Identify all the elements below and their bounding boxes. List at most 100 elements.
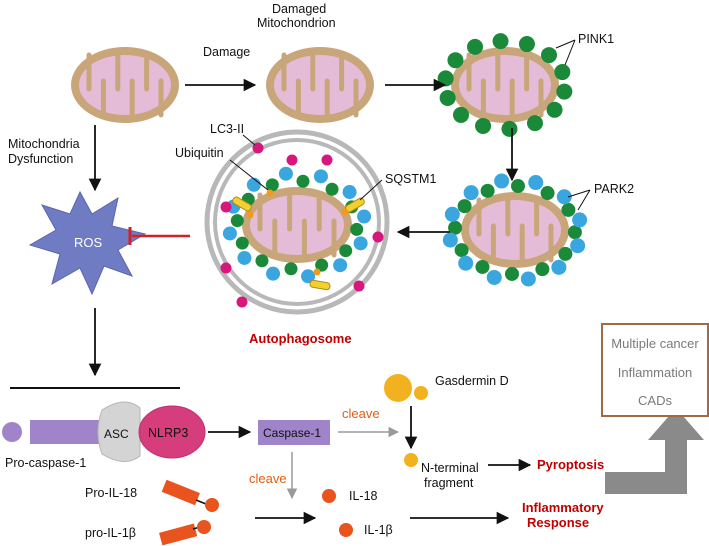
pro-il1b-label: pro-IL-1β (85, 526, 136, 540)
n-terminal-label-line2: fragment (424, 476, 474, 490)
gasdermin-small (414, 386, 428, 400)
mito-dysfunction-label-line1: Mitochondria (8, 137, 80, 151)
park2-dot (237, 250, 252, 265)
park2-dot (444, 206, 460, 222)
pro-caspase-body (30, 420, 110, 444)
pink1-dot (325, 182, 339, 196)
cleave-top-label: cleave (342, 406, 380, 421)
outcome-arrow (605, 408, 704, 494)
mito-dysfunction-label-line2: Dysfunction (8, 152, 73, 166)
lc3-dot (236, 296, 248, 308)
caspase1-box (258, 420, 330, 445)
pink1-dots (437, 33, 573, 137)
outcome-inflammation: Inflammation (618, 365, 692, 380)
pink1-dot (546, 101, 563, 118)
park2-dot (528, 175, 544, 191)
pink1-dot (540, 186, 555, 201)
pro-il1b-dot (197, 520, 211, 534)
lc3-dot (372, 231, 384, 243)
pink1-dot (554, 64, 571, 81)
pink1-dot (475, 117, 492, 134)
caspase1-label: Caspase-1 (263, 426, 321, 440)
park2-dot (266, 266, 281, 281)
park2-dot (520, 271, 536, 287)
pro-il18-linker (195, 499, 207, 505)
mitochondrion-park2 (461, 192, 569, 268)
park2-dot (486, 269, 502, 285)
park2-dots (442, 173, 588, 287)
pink1-dot (518, 36, 535, 53)
park2-dot (458, 255, 474, 271)
outcome-multiple-cancer: Multiple cancer (611, 336, 699, 351)
pro-il18-dot (205, 498, 219, 512)
sqstm1-capsule (232, 196, 252, 212)
mitochondrion-healthy (71, 47, 179, 123)
pink1-dot (556, 83, 573, 100)
ros-label: ROS (74, 235, 103, 250)
pink1-dot (265, 178, 279, 192)
nlrp3-label: NLRP3 (148, 426, 188, 440)
lc3-dot (353, 280, 365, 292)
pink1-dot (501, 120, 518, 137)
autophagosome-label: Autophagosome (249, 331, 352, 346)
park2-dot (556, 189, 572, 205)
il1b-dot (339, 523, 353, 537)
lc3-dot (220, 262, 232, 274)
pink1-dot (350, 222, 364, 236)
autophagosome-outer-membrane (204, 129, 390, 315)
park2-dot (494, 173, 510, 189)
ubiquitin-pointer (229, 159, 269, 191)
park2-dot (570, 238, 586, 254)
inflammatory-label-line2: Response (527, 515, 589, 530)
pro-il18-shape (161, 479, 200, 506)
pink1-dot (447, 52, 464, 69)
pink1-dot (561, 202, 576, 217)
park2-dot (278, 166, 293, 181)
mitochondrion-engulfed (242, 187, 352, 263)
lc3-dot (321, 154, 333, 166)
park2-dot (333, 258, 348, 273)
pink1-dot (339, 244, 353, 258)
pink1-dot (453, 106, 470, 123)
lc3-dot (252, 142, 264, 154)
park2-dot (246, 177, 261, 192)
asc-shape (97, 401, 141, 462)
mito-inner-membrane (469, 200, 561, 260)
pyroptosis-label: Pyroptosis (537, 457, 604, 472)
outcome-box (601, 323, 709, 417)
pink1-dot (439, 89, 456, 106)
il1b-label: IL-1β (364, 523, 393, 537)
gasdermin-large (384, 374, 412, 402)
pink1-dot (315, 258, 329, 272)
park2-dot (313, 169, 328, 184)
pro-il1b-shape (159, 523, 198, 546)
nlrp3-shape (138, 405, 206, 459)
pink1-label: PINK1 (578, 32, 614, 46)
lc3-dot (286, 154, 298, 166)
park2-dot (463, 185, 479, 201)
pink1-dot (467, 38, 484, 55)
pro-caspase-head (2, 422, 22, 442)
park2-pointer (567, 189, 591, 211)
park2-dot (353, 236, 368, 251)
il18-dot (322, 489, 336, 503)
pink1-dot (454, 243, 469, 258)
park2-dot (551, 259, 567, 275)
pink1-dot (448, 220, 463, 235)
ubiquitin-dot (313, 268, 321, 276)
gasdermin-label: Gasdermin D (435, 374, 509, 388)
pink1-dot (526, 115, 543, 132)
pink1-pointer (555, 39, 576, 66)
pink1-dot (540, 47, 557, 64)
park2-dot (342, 185, 357, 200)
park2-dot (572, 212, 588, 228)
pink1-dot (492, 33, 509, 50)
autophagosome-inner-membrane (213, 138, 381, 306)
asc-label: ASC (104, 427, 129, 441)
pink1-dot (437, 70, 454, 87)
ros-star (28, 190, 147, 296)
park2-label: PARK2 (594, 182, 634, 196)
sqstm1-label: SQSTM1 (385, 172, 436, 186)
il18-label: IL-18 (349, 489, 378, 503)
